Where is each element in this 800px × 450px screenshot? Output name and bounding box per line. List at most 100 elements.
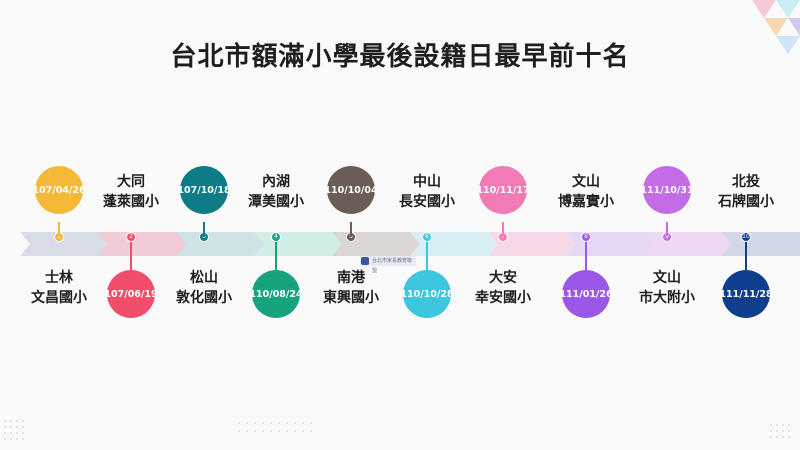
timeline-segment [176,232,266,256]
timeline-segment [410,232,500,256]
pattern-dot [302,430,304,432]
district-name: 大安 [489,270,517,286]
date-circle: 110/11/17 [476,166,530,214]
connector-line [203,222,205,236]
pattern-dot [776,424,778,426]
school-name: 蓬萊國小 [103,194,159,210]
timeline-track [20,230,800,258]
district-name: 文山 [572,174,600,190]
pattern-dot [770,436,772,438]
pattern-dot [254,430,256,432]
date-circle: 111/01/26 [559,270,613,318]
district-name: 士林 [45,270,73,286]
pattern-dot [286,430,288,432]
pattern-dot [16,438,18,440]
district-name: 內湖 [262,174,290,190]
pattern-dot [782,430,784,432]
pattern-dot [16,426,18,428]
pattern-dot [22,432,24,434]
pattern-dot [776,436,778,438]
school-name: 敦化國小 [176,290,232,306]
pattern-dot [294,422,296,424]
school-label: 大安幸安國小 [453,268,553,308]
school-name: 石牌國小 [718,194,774,210]
district-name: 中山 [413,174,441,190]
pattern-dot [262,430,264,432]
pattern-dot [4,432,6,434]
school-label: 南港東興國小 [301,268,401,308]
school-label: 文山市大附小 [617,268,717,308]
connector-line [130,242,132,270]
school-label: 松山敦化國小 [154,268,254,308]
connector-line [426,242,428,270]
pattern-dot [22,420,24,422]
connector-line [58,222,60,236]
pattern-dot [262,422,264,424]
school-label: 北投石牌國小 [696,172,796,212]
district-name: 松山 [190,270,218,286]
pattern-dot [270,422,272,424]
pattern-dot [10,432,12,434]
date-circle: 111/11/28 [719,270,773,318]
pattern-dot [776,430,778,432]
pattern-dot [4,438,6,440]
timeline-segment [20,232,110,256]
school-name: 文昌國小 [31,290,87,306]
pattern-dot [270,430,272,432]
pattern-dot [788,424,790,426]
connector-line [585,242,587,270]
pattern-dot [310,430,312,432]
timeline-marker: 10 [741,232,751,242]
district-name: 北投 [732,174,760,190]
pattern-dot [10,426,12,428]
connector-line [502,222,504,236]
timeline-marker: 2 [126,232,136,242]
pattern-dot [294,430,296,432]
school-name: 長安國小 [399,194,455,210]
school-name: 市大附小 [639,290,695,306]
pattern-dot [10,420,12,422]
corner-decoration [752,0,800,54]
pattern-dot [278,430,280,432]
school-name: 博嘉實小 [558,194,614,210]
pattern-dot [238,422,240,424]
pattern-dot [788,430,790,432]
timeline-marker: 8 [581,232,591,242]
date-circle: 107/10/18 [177,166,231,214]
date-circle: 110/10/04 [324,166,378,214]
pattern-dot [16,420,18,422]
school-name: 東興國小 [323,290,379,306]
connector-line [666,222,668,236]
school-label: 大同蓬萊國小 [81,172,181,212]
timeline-segment [488,232,578,256]
pattern-dot [22,426,24,428]
timeline-segment [98,232,188,256]
page-title: 台北市額滿小學最後設籍日最早前十名 [170,42,630,72]
pattern-dot [246,422,248,424]
connector-line [350,222,352,236]
pattern-dot [22,438,24,440]
connector-line [275,242,277,270]
date-circle: 110/10/28 [400,270,454,318]
pattern-dot [4,426,6,428]
pattern-dot [782,424,784,426]
date-circle: 107/06/19 [104,270,158,318]
school-label: 內湖潭美國小 [226,172,326,212]
pattern-dot [238,430,240,432]
pattern-dot [770,430,772,432]
timeline-marker: 4 [271,232,281,242]
pattern-dot [246,430,248,432]
pattern-dot [286,422,288,424]
district-name: 文山 [653,270,681,286]
district-name: 南港 [337,270,365,286]
school-label: 士林文昌國小 [9,268,109,308]
pattern-dot [10,438,12,440]
date-circle: 107/04/26 [32,166,86,214]
school-label: 文山博嘉實小 [536,172,636,212]
pattern-dot [302,422,304,424]
date-circle: 110/08/24 [249,270,303,318]
pattern-dot [782,436,784,438]
pattern-dot [770,424,772,426]
school-name: 潭美國小 [248,194,304,210]
school-label: 中山長安國小 [377,172,477,212]
